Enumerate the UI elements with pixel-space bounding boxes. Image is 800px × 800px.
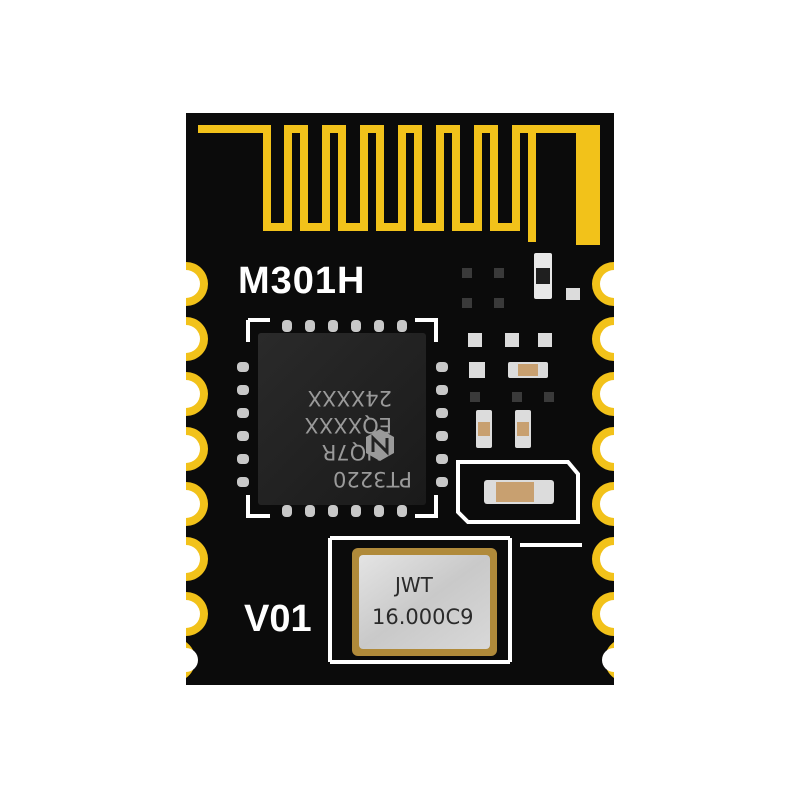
chip-pins-left	[237, 362, 249, 487]
crystal-oscillator	[359, 555, 490, 649]
capacitor-silkscreen-box	[456, 460, 580, 524]
chip-marking-line-4: 24XXXX	[308, 386, 392, 410]
right-pad-holes	[600, 270, 614, 672]
qfn-chip	[258, 333, 426, 505]
pcb-antenna-trace	[198, 125, 536, 242]
crystal-silkscreen-frame	[328, 536, 512, 664]
model-label: M301H	[238, 260, 366, 302]
capacitor-component	[484, 480, 554, 504]
crystal-marking-line-2: 16.000C9	[372, 605, 474, 629]
version-label: V01	[244, 598, 312, 640]
chip-silkscreen-outline	[246, 318, 438, 518]
chip-pins-right	[436, 362, 448, 487]
antenna-feed-pad	[576, 125, 600, 245]
crystal-marking-line-1: JWT	[393, 573, 434, 597]
left-pad-holes	[186, 270, 200, 672]
chip-pins-top	[282, 320, 407, 332]
passive-components	[462, 253, 580, 448]
chip-marking: PT3220 HQ7R EQXXXX 24XXXX	[305, 386, 412, 491]
hexagon-n-logo-icon	[366, 429, 394, 461]
chip-pins-bottom	[282, 505, 407, 517]
chip-marking-line-1: PT3220	[333, 467, 412, 491]
